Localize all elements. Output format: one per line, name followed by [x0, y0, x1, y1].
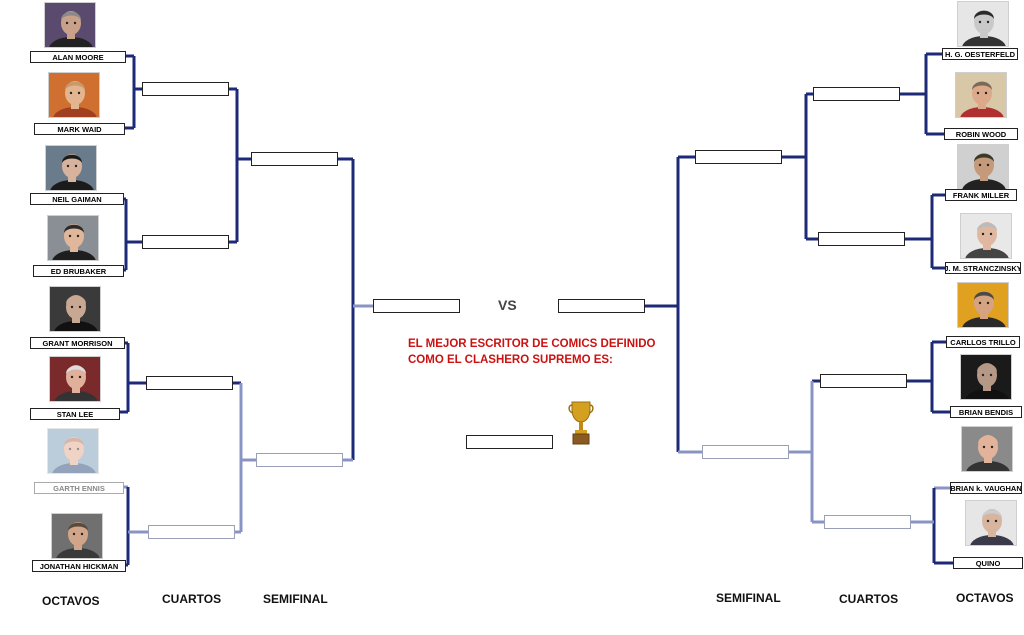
name-label-brian-k-vaughan: BRIAN k. VAUGHAN	[950, 482, 1022, 494]
winner-title: EL MEJOR ESCRITOR DE COMICS DEFINIDO COM…	[408, 336, 656, 368]
round-label-left-octavos: OCTAVOS	[42, 594, 100, 608]
right-cuartos-slot-3	[820, 374, 907, 388]
left-semifinal-slot-1	[251, 152, 338, 166]
photo-robin-wood	[955, 72, 1007, 118]
vs-label: VS	[498, 297, 517, 313]
left-cuartos-slot-1	[142, 82, 229, 96]
right-cuartos-slot-2	[818, 232, 905, 246]
name-label-mark-waid: MARK WAID	[34, 123, 125, 135]
name-label-stan-lee: STAN LEE	[30, 408, 120, 420]
final-slot-right	[558, 299, 645, 313]
right-semifinal-slot-1	[695, 150, 782, 164]
winner-title-line-2: COMO EL CLASHERO SUPREMO ES:	[408, 354, 613, 366]
name-label-neil-gaiman: NEIL GAIMAN	[30, 193, 124, 205]
round-label-left-semifinal: SEMIFINAL	[263, 592, 328, 606]
round-label-left-cuartos: CUARTOS	[162, 592, 222, 606]
name-label-frank-miller: FRANK MILLER	[945, 189, 1017, 201]
photo-h-g-oesterfeld	[957, 1, 1009, 47]
name-label-carllos-trillo: CARLLOS TRILLO	[946, 336, 1020, 348]
left-cuartos-slot-3	[146, 376, 233, 390]
photo-alan-moore	[44, 2, 96, 48]
name-label-h-g-oesterfeld: H. G. OESTERFELD	[942, 48, 1018, 60]
trophy-icon	[568, 401, 594, 445]
photo-quino	[965, 500, 1017, 546]
name-label-j-m-stranczinsky: J. M. STRANCZINSKY	[945, 262, 1021, 274]
left-cuartos-slot-4	[148, 525, 235, 539]
photo-grant-morrison	[49, 286, 101, 332]
photo-brian-bendis	[960, 354, 1012, 400]
photo-stan-lee	[49, 356, 101, 402]
photo-brian-k-vaughan	[961, 426, 1013, 472]
winner-title-line-1: EL MEJOR ESCRITOR DE COMICS DEFINIDO	[408, 338, 656, 350]
name-label-brian-bendis: BRIAN BENDIS	[950, 406, 1022, 418]
photo-jonathan-hickman	[51, 513, 103, 559]
left-cuartos-slot-2	[142, 235, 229, 249]
name-label-robin-wood: ROBIN WOOD	[944, 128, 1018, 140]
photo-carllos-trillo	[957, 282, 1009, 328]
final-slot-left	[373, 299, 460, 313]
name-label-garth-ennis: GARTH ENNIS	[34, 482, 124, 494]
champion-slot	[466, 435, 553, 449]
photo-neil-gaiman	[45, 145, 97, 191]
name-label-alan-moore: ALAN MOORE	[30, 51, 126, 63]
name-label-jonathan-hickman: JONATHAN HICKMAN	[32, 560, 126, 572]
photo-garth-ennis	[47, 428, 99, 474]
name-label-grant-morrison: GRANT MORRISON	[30, 337, 125, 349]
round-label-right-octavos: OCTAVOS	[956, 591, 1014, 605]
photo-j-m-stranczinsky	[960, 213, 1012, 259]
right-cuartos-slot-4	[824, 515, 911, 529]
photo-ed-brubaker	[47, 215, 99, 261]
name-label-ed-brubaker: ED BRUBAKER	[33, 265, 124, 277]
photo-frank-miller	[957, 144, 1009, 190]
round-label-right-semifinal: SEMIFINAL	[716, 591, 781, 605]
name-label-quino: QUINO	[953, 557, 1023, 569]
round-label-right-cuartos: CUARTOS	[839, 592, 899, 606]
photo-mark-waid	[48, 72, 100, 118]
right-cuartos-slot-1	[813, 87, 900, 101]
right-semifinal-slot-2	[702, 445, 789, 459]
left-semifinal-slot-2	[256, 453, 343, 467]
